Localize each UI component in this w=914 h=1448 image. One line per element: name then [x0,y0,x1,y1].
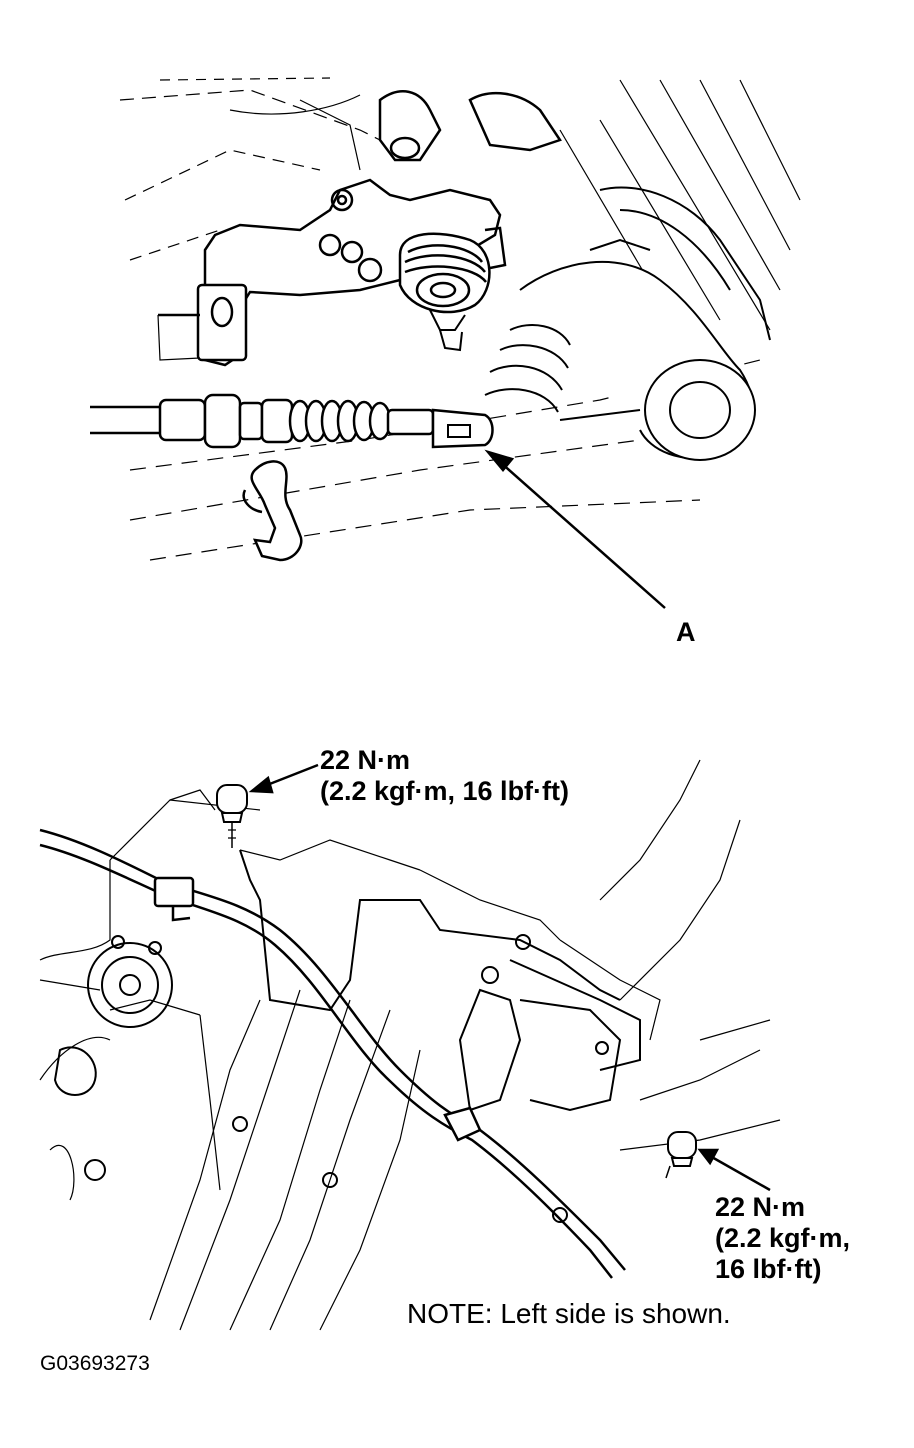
top-figure [90,77,801,609]
torque-bottom-line3: 16 lbf·ft) [715,1254,822,1284]
torque-top-line2: (2.2 kgf·m, 16 lbf·ft) [320,776,570,806]
bolt-top [216,784,248,848]
top-background-lines [119,77,801,561]
torque-top-arrow [248,763,319,794]
torque-bottom-line1: 22 N·m [715,1192,806,1222]
torque-spec-bottom: 22 N·m (2.2 kgf·m, 16 lbf·ft) [715,1192,850,1285]
callout-label-a: A [676,617,696,648]
torque-bottom-line2: (2.2 kgf·m, [715,1223,851,1253]
torque-spec-top: 22 N·m (2.2 kgf·m, 16 lbf·ft) [320,745,569,807]
hub-area [53,935,173,1181]
bottom-background-lines [39,759,781,1331]
note-text: NOTE: Left side is shown. [407,1298,731,1329]
callout-a-arrow [484,449,666,609]
right-housing [484,186,771,461]
parking-brake-cable [90,393,494,449]
bolt-bottom [665,1131,697,1179]
brake-cable-run [39,828,626,1279]
figure-code: G03693273 [40,1352,150,1375]
retaining-clip [242,460,303,562]
bracket-assembly [157,90,562,367]
cable-drum [398,232,491,352]
torque-top-line1: 22 N·m [320,745,411,775]
callout-a-text: A [676,617,696,647]
subframe [232,849,641,1223]
torque-bottom-arrow [697,1148,771,1192]
bottom-figure [39,759,781,1331]
